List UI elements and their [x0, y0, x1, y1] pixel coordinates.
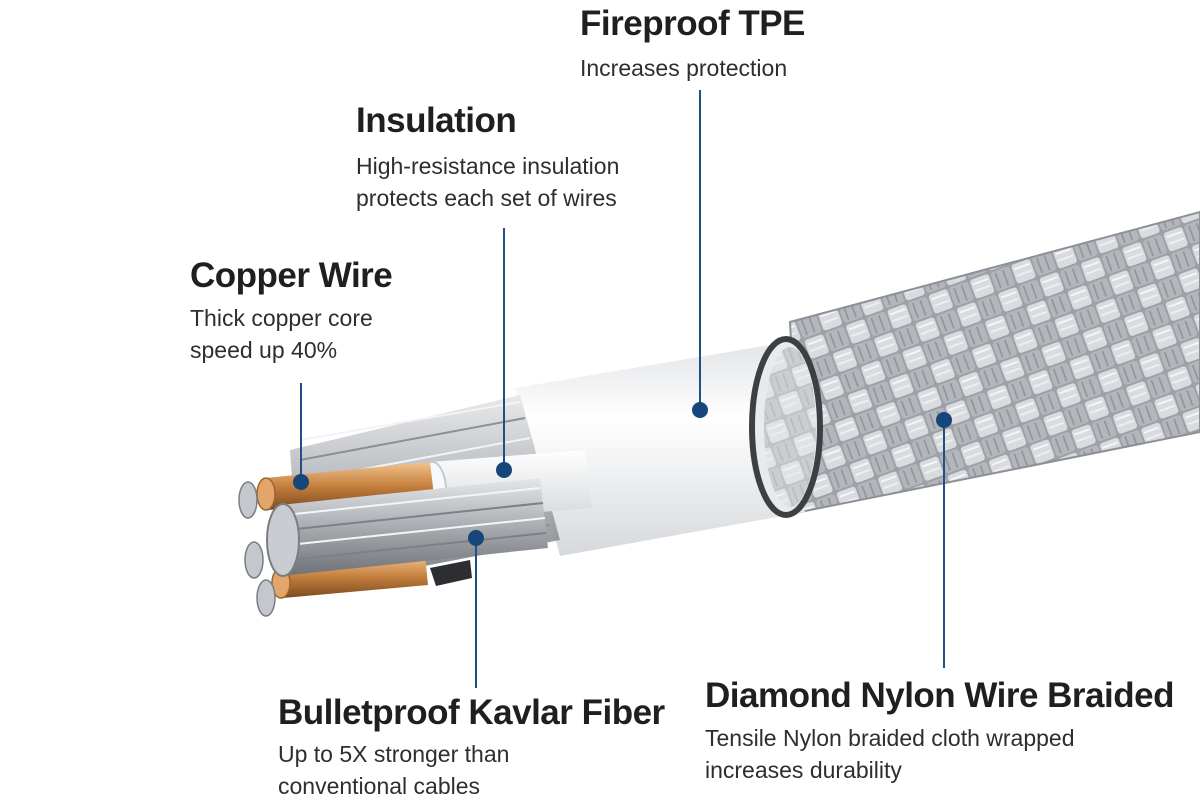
callout-description: Tensile Nylon braided cloth wrapped incr…	[705, 722, 1174, 786]
callout-title: Insulation	[356, 101, 517, 140]
callout-title: Copper Wire	[190, 256, 393, 295]
callout-nylon-braid: Diamond Nylon Wire Braided Tensile Nylon…	[705, 676, 1174, 786]
copper-conductors	[256, 462, 434, 599]
callout-insulation: Insulation High-resistance insulation pr…	[356, 101, 619, 214]
callout-description: Increases protection	[580, 52, 805, 84]
callout-description: Up to 5X stronger than conventional cabl…	[278, 738, 665, 802]
description-line: protects each set of wires	[356, 185, 617, 211]
callout-title: Bulletproof Kavlar Fiber	[278, 693, 665, 732]
callout-title: Fireproof TPE	[580, 4, 805, 43]
description-line: increases durability	[705, 757, 902, 783]
insulation-leader-dot	[496, 462, 512, 478]
callout-description: High-resistance insulation protects each…	[356, 150, 619, 214]
kevlar-leader-dot	[468, 530, 484, 546]
description-line: Thick copper core	[190, 305, 373, 331]
description-line: Tensile Nylon braided cloth wrapped	[705, 725, 1075, 751]
leader-lines	[293, 90, 952, 688]
description-line: Increases protection	[580, 55, 788, 81]
callout-description: Thick copper core speed up 40%	[190, 302, 392, 366]
braid-leader-dot	[936, 412, 952, 428]
nylon-braid-sleeve	[788, 210, 1200, 514]
callout-title: Diamond Nylon Wire Braided	[705, 676, 1174, 715]
copper-leader-dot	[293, 474, 309, 490]
callout-kevlar-fiber: Bulletproof Kavlar Fiber Up to 5X strong…	[278, 693, 665, 802]
description-line: Up to 5X stronger than	[278, 741, 510, 767]
callout-copper-wire: Copper Wire Thick copper core speed up 4…	[190, 256, 393, 366]
callout-fireproof-tpe: Fireproof TPE Increases protection	[580, 4, 805, 84]
tpe-jacket	[515, 336, 823, 556]
description-line: conventional cables	[278, 773, 481, 799]
tpe-leader-dot	[692, 402, 708, 418]
grey-strand-bundles	[238, 478, 548, 617]
description-line: speed up 40%	[190, 337, 338, 363]
description-line: High-resistance insulation	[356, 153, 620, 179]
